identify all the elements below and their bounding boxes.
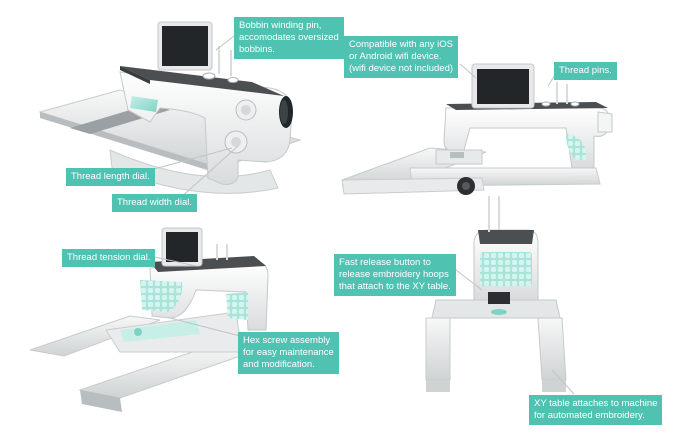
callout-xy-table: XY table attaches to machine for automat… <box>529 395 663 425</box>
callout-line: (wifi device not included) <box>349 63 454 74</box>
callout-line: for easy maintenance <box>243 347 334 358</box>
machine-view-4 <box>425 196 567 392</box>
callout-thread-pins: Thread pins. <box>554 62 617 80</box>
callout-thread-length: Thread length dial. <box>66 168 155 186</box>
machine-view-2 <box>341 63 613 195</box>
callout-line: that attach to the XY table. <box>339 281 451 292</box>
machine-view-3 <box>29 227 269 412</box>
callout-line: Fast release button to <box>339 257 431 268</box>
callout-line: accomodates oversized <box>239 32 339 43</box>
callout-bobbin-pin: Bobbin winding pin, accomodates oversize… <box>234 17 344 59</box>
callout-line: release embroidery hoops <box>339 269 449 280</box>
callout-thread-width: Thread width dial. <box>112 194 197 212</box>
callout-line: XY table attaches to machine <box>534 398 658 409</box>
callout-line: Thread pins. <box>559 65 612 76</box>
callout-fast-release: Fast release button to release embroider… <box>334 254 456 296</box>
callout-line: Hex screw assembly <box>243 335 331 346</box>
callout-line: bobbins. <box>239 44 275 55</box>
callout-line: Thread length dial. <box>71 171 150 182</box>
callout-line: Bobbin winding pin, <box>239 20 322 31</box>
callout-line: Compatible with any iOS <box>349 39 454 50</box>
callout-line: Thread width dial. <box>117 197 192 208</box>
callout-compatible: Compatible with any iOS or Android wifi … <box>344 36 459 78</box>
callout-line: Thread tension dial. <box>67 252 151 263</box>
callout-thread-tension: Thread tension dial. <box>62 249 156 267</box>
callout-line: for automated embroidery. <box>534 410 645 421</box>
callout-line: or Android wifi device. <box>349 51 442 62</box>
callout-line: and modification. <box>243 359 315 370</box>
callout-hex-screw: Hex screw assembly for easy maintenance … <box>238 332 339 374</box>
